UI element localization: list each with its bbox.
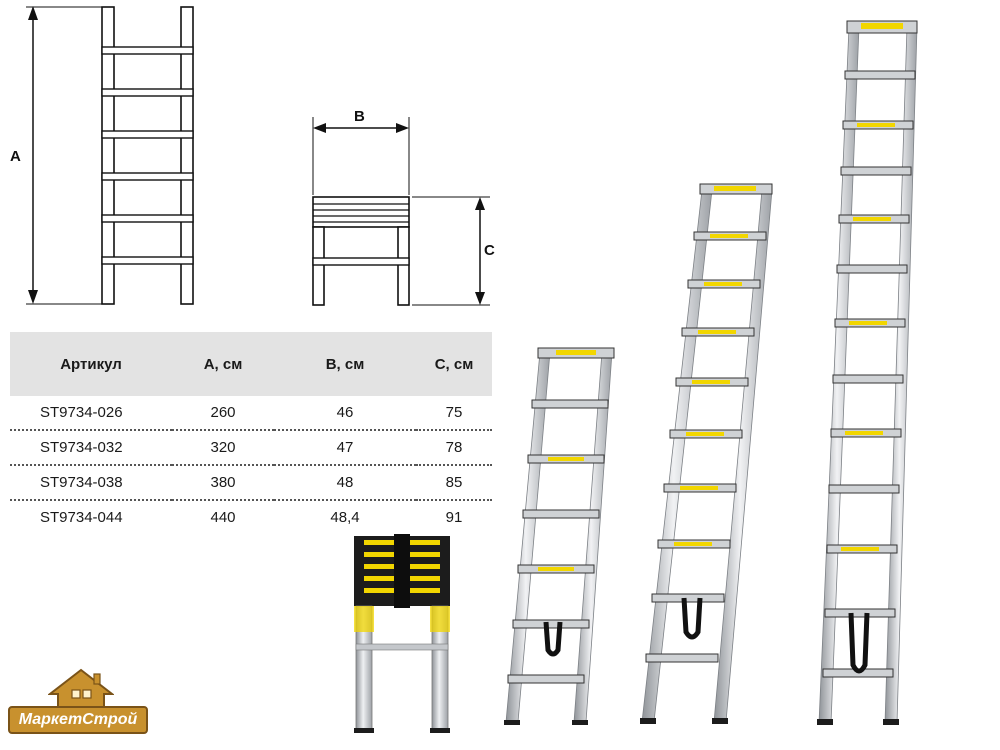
cell-a: 320 — [172, 430, 274, 466]
cell-c: 91 — [445, 509, 463, 526]
cell-b: 47 — [274, 430, 416, 466]
spec-table: Артикул A, см B, см C, см ST9734-026 260… — [10, 332, 492, 534]
dimension-label-b: B — [354, 108, 365, 125]
cell-a: 440 — [210, 509, 236, 526]
cell-a: 380 — [172, 465, 274, 501]
ladder-medium-image — [640, 183, 773, 724]
dimension-label-a: A — [10, 148, 21, 165]
table-header-row: Артикул A, см B, см C, см — [10, 332, 492, 396]
header-c: C, см — [416, 332, 492, 396]
house-icon — [48, 668, 114, 708]
collapsed-view-diagram — [312, 117, 490, 306]
cell-b: 48,4 — [330, 509, 360, 526]
cell-b: 46 — [274, 396, 416, 431]
dimension-label-c: C — [484, 242, 495, 259]
table-row: ST9734-026 260 46 75 — [10, 396, 492, 431]
cell-article: ST9734-044 — [40, 509, 123, 526]
cell-c: 85 — [416, 465, 492, 501]
cell-c: 75 — [416, 396, 492, 431]
cell-b: 48 — [274, 465, 416, 501]
header-article: Артикул — [10, 332, 172, 396]
cell-article: ST9734-038 — [10, 465, 172, 501]
cell-a: 260 — [172, 396, 274, 431]
cell-article: ST9734-032 — [10, 430, 172, 466]
header-b: B, см — [274, 332, 416, 396]
collapsed-ladder-image — [354, 534, 450, 733]
front-view-diagram — [26, 6, 194, 305]
table-row: ST9734-044 440 48,4 91 — [10, 500, 492, 534]
ladder-large-image — [817, 20, 918, 725]
cell-c: 78 — [416, 430, 492, 466]
table-row: ST9734-038 380 48 85 — [10, 465, 492, 501]
table-row: ST9734-032 320 47 78 — [10, 430, 492, 466]
ladder-small-image — [504, 347, 615, 725]
brand-logo: МаркетСтрой — [8, 668, 148, 738]
logo-text: МаркетСтрой — [18, 711, 138, 728]
header-a: A, см — [172, 332, 274, 396]
logo-banner: МаркетСтрой — [8, 706, 148, 734]
cell-article: ST9734-026 — [10, 396, 172, 431]
